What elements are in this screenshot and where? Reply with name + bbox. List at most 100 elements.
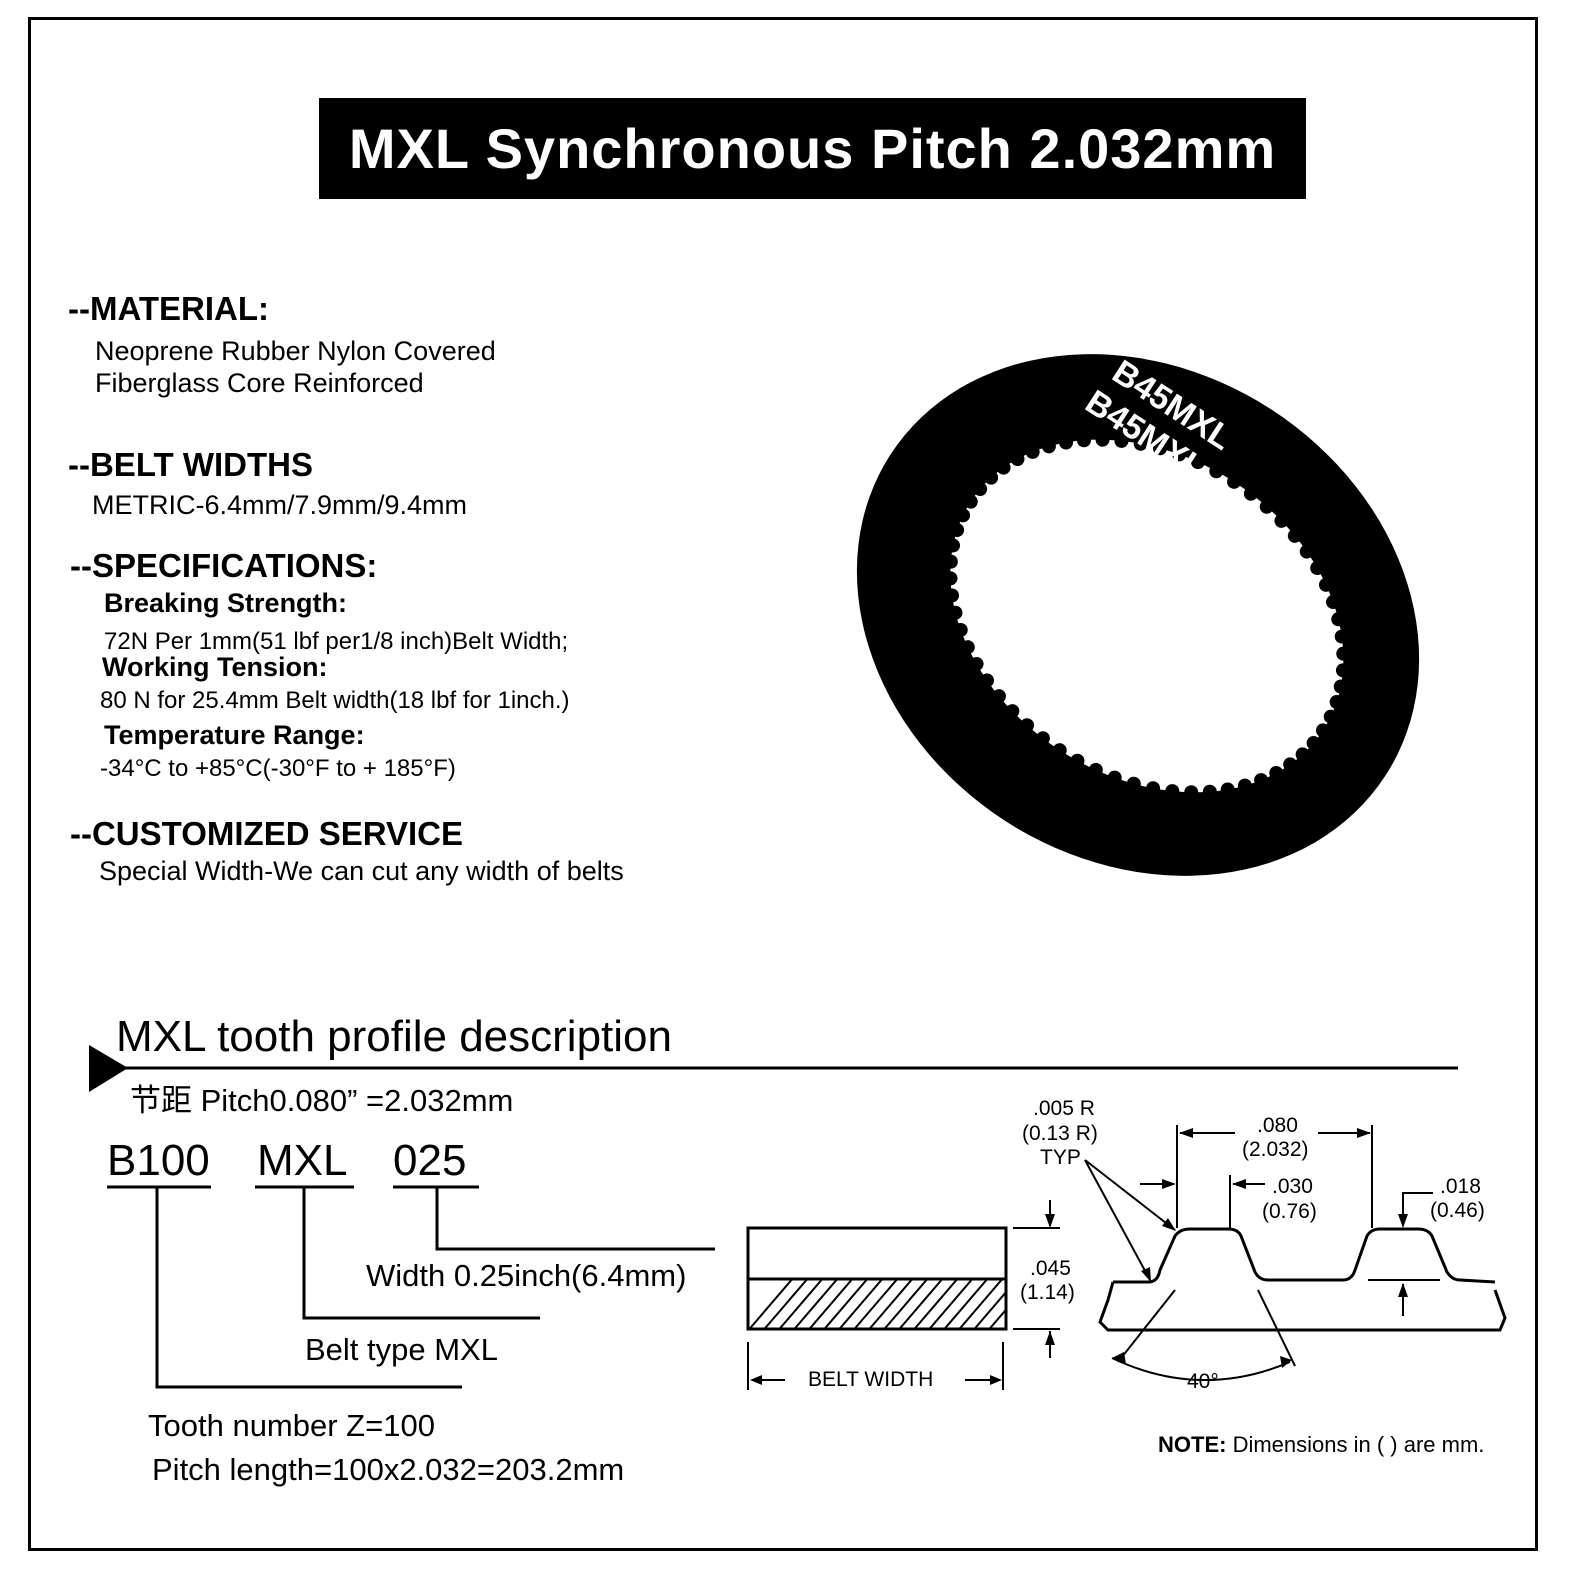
belt-tooth [1237, 778, 1252, 793]
belt-tooth [1243, 486, 1258, 501]
width-label: Width 0.25inch(6.4mm) [366, 1258, 687, 1293]
material-line-1: Neoprene Rubber Nylon Covered [95, 336, 496, 366]
belt-tooth [1254, 773, 1269, 788]
belt-tooth [953, 622, 968, 637]
thickness-inch-label: .045 [1030, 1257, 1071, 1280]
dimension-note: NOTE: Dimensions in ( ) are mm. [1158, 1432, 1484, 1458]
material-line-2: Fiberglass Core Reinforced [95, 368, 424, 398]
tooth-number-label: Tooth number Z=100 [148, 1408, 435, 1443]
breaking-strength-value: 72N Per 1mm(51 lbf per1/8 inch)Belt Widt… [104, 628, 569, 655]
belt-tooth [1323, 709, 1338, 724]
belt-tooth [984, 470, 999, 485]
customized-service-heading: --CUSTOMIZED SERVICE [70, 815, 463, 852]
belt-tooth [1318, 577, 1333, 592]
belt-tooth [1095, 432, 1110, 447]
belt-tooth [1035, 731, 1050, 746]
belt-tooth [1107, 770, 1122, 785]
belt-tooth [1114, 433, 1129, 448]
belt-tooth [991, 689, 1006, 704]
belt-tooth [1133, 436, 1148, 451]
page-frame [28, 17, 1538, 1551]
belt-tooth [1165, 784, 1180, 799]
belt-tooth [943, 571, 958, 586]
belt-tooth [1126, 776, 1141, 791]
belt-tensile-hatch [749, 1279, 1005, 1328]
belt-tooth [1020, 718, 1035, 733]
customized-service-text: Special Width-We can cut any width of be… [99, 856, 624, 886]
pitch-length-label: Pitch length=100x2.032=203.2mm [152, 1452, 625, 1487]
belt-tooth [946, 538, 961, 553]
belt-tooth [956, 508, 971, 523]
tip-width-inch-label: .030 [1272, 1175, 1313, 1198]
belt-tooth [1287, 528, 1302, 543]
belt-tooth [1052, 743, 1067, 758]
belt-tooth [1202, 784, 1217, 799]
belt-tooth [1005, 704, 1020, 719]
belt-tooth [1269, 765, 1284, 780]
belt-tooth [1306, 735, 1321, 750]
thickness-mm-label: (1.14) [1020, 1281, 1075, 1304]
belt-tooth [943, 554, 958, 569]
belt-tooth [1209, 464, 1224, 479]
belt-tooth [1274, 513, 1289, 528]
belt-tooth [1146, 781, 1161, 796]
specifications-heading: --SPECIFICATIONS: [70, 547, 378, 584]
belt-tooth [1329, 695, 1344, 710]
belt-tooth [1025, 444, 1040, 459]
pitch-inch-label: .080 [1257, 1114, 1298, 1137]
belt-tooth [973, 482, 988, 497]
tooth-height-mm-label: (0.46) [1430, 1199, 1485, 1222]
tooth-number-leader-line [155, 1187, 462, 1389]
belt-tooth [1326, 595, 1341, 610]
belt-tooth [1336, 646, 1351, 661]
tooth-height-inch-label: .018 [1440, 1175, 1481, 1198]
belt-tooth [1333, 679, 1348, 694]
page-title: MXL Synchronous Pitch 2.032mm [319, 98, 1306, 199]
width-leader-line [435, 1187, 715, 1251]
belt-width-dim-label: BELT WIDTH [808, 1368, 934, 1391]
belt-tooth [1299, 544, 1314, 559]
angle-label: 40° [1187, 1370, 1219, 1393]
radius-inch-label: .005 R [1033, 1097, 1095, 1120]
working-tension-label: Working Tension: [102, 652, 328, 682]
profile-section-title: MXL tooth profile description [116, 1012, 672, 1061]
belt-tooth [996, 460, 1011, 475]
radius-typ-label: TYP [1040, 1146, 1081, 1169]
belt-tooth [1190, 455, 1205, 470]
belt-tooth [1184, 785, 1199, 800]
material-heading: --MATERIAL: [68, 290, 269, 327]
belt-tooth [1041, 439, 1056, 454]
working-tension-value: 80 N for 25.4mm Belt width(18 lbf for 1i… [100, 687, 570, 714]
belt-tooth [1220, 782, 1235, 797]
belt-tooth [1310, 561, 1325, 576]
belt-tooth [960, 640, 975, 655]
belt-tooth [1331, 612, 1346, 627]
belt-tooth [950, 522, 965, 537]
radius-mm-label: (0.13 R) [1022, 1122, 1098, 1145]
code-width: 025 [393, 1136, 467, 1185]
belt-tooth [1010, 452, 1025, 467]
belt-type-label: Belt type MXL [305, 1332, 498, 1367]
belt-type-leader-line [302, 1187, 540, 1320]
code-b100: B100 [107, 1136, 210, 1185]
temperature-range-value: -34°C to +85°C(-30°F to + 185°F) [100, 755, 456, 782]
section-bullet-icon [89, 1045, 128, 1092]
belt-tooth [1334, 629, 1349, 644]
temperature-range-label: Temperature Range: [104, 720, 365, 750]
belt-tooth [1088, 762, 1103, 777]
belt-tooth [1295, 747, 1310, 762]
pitch-line: 节距 Pitch0.080” =2.032mm [130, 1083, 514, 1118]
note-bold: NOTE: [1158, 1432, 1227, 1457]
belt-tooth [945, 588, 960, 603]
belt-tooth [963, 494, 978, 509]
code-mxl: MXL [257, 1136, 348, 1185]
tip-width-mm-label: (0.76) [1262, 1200, 1317, 1223]
belt-tooth [1316, 723, 1331, 738]
belt-tooth [1070, 753, 1085, 768]
belt-tooth [1227, 474, 1242, 489]
belt-tooth [1172, 447, 1187, 462]
note-text: Dimensions in ( ) are mm. [1232, 1432, 1485, 1457]
pitch-mm-label: (2.032) [1242, 1138, 1309, 1161]
